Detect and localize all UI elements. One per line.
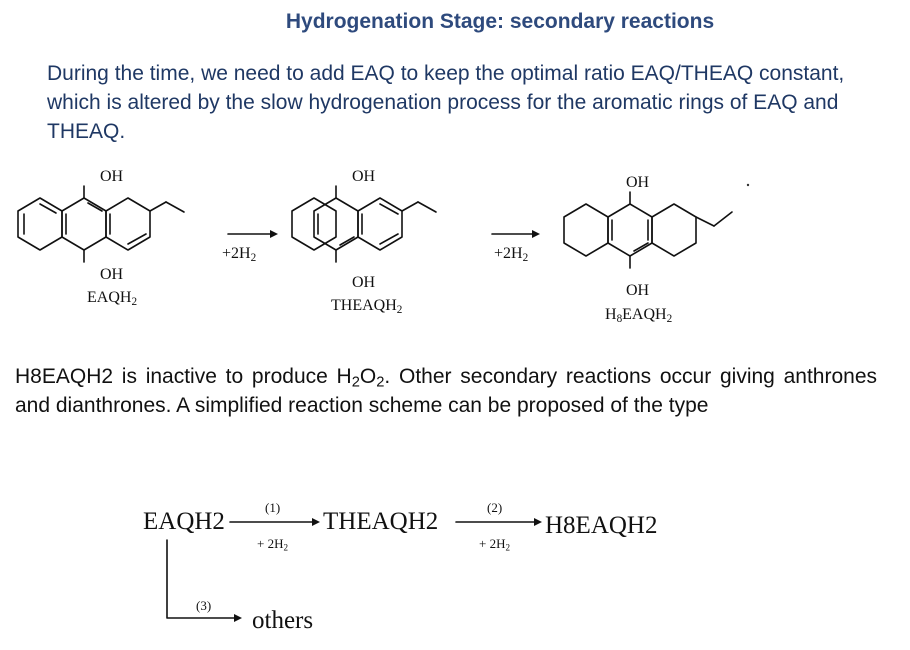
stray-dot [746,183,750,187]
arrow-1-head [270,230,278,238]
eaqh2-label: EAQH2 [87,289,138,308]
scheme-arrow-3-head [234,614,242,622]
eaqh2-oh-top: OH [100,168,124,185]
h8eaqh2-oh-bottom: OH [626,282,650,299]
scheme-reagent-1: + 2H2 [257,536,289,553]
scheme-arrow-1-head [312,518,320,526]
scheme-arrow-2-head [534,518,542,526]
secondary-reactions-paragraph: H8EAQH2 is inactive to produce H2O2. Oth… [15,365,877,417]
scheme-theaqh2: THEAQH2 [323,508,439,535]
scheme-step-2: (2) [487,500,503,515]
eaqh2-oh-bottom: OH [100,266,124,283]
reagent-1: +2H2 [222,245,257,264]
theaqh2-label: THEAQH2 [331,297,403,316]
h8eaqh2-oh-top: OH [626,174,650,191]
h8eaqh2-label: H8EAQH2 [605,306,673,325]
intro-paragraph: During the time, we need to add EAQ to k… [47,62,845,143]
theaqh2-oh-bottom: OH [352,274,376,291]
scheme-reagent-2: + 2H2 [479,536,511,553]
eaqh2-structure [17,185,185,263]
theaqh2-structure [291,185,437,263]
scheme-others: others [252,607,314,634]
scheme-step-3: (3) [196,598,212,613]
scheme-h8eaqh2: H8EAQH2 [545,512,658,539]
arrow-2-head [532,230,540,238]
theaqh2-oh-top: OH [352,168,376,185]
scheme-eaqh2: EAQH2 [143,508,225,535]
scheme-step-1: (1) [265,500,281,515]
scheme-arrow-3-line [166,539,235,619]
h8eaqh2-structure [563,191,733,269]
reagent-2: +2H2 [494,245,529,264]
slide-title: Hydrogenation Stage: secondary reactions [285,10,715,33]
